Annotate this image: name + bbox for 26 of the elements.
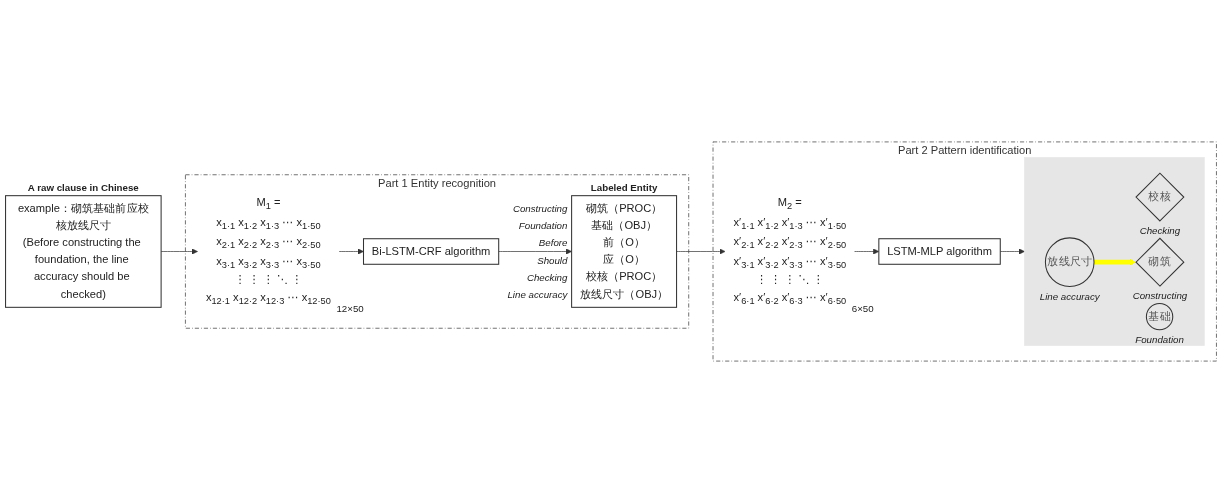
node-diamond: 砌筑 [1135,237,1185,287]
node-label: Constructing [1132,290,1188,302]
node-text: M$_{1}$ = x$_{1·1}$ x$_{1·2}$ x$_{1·3}$ ⋯ x$_{1·50}$ x$_{2·1}$ x$_{2·2}$ x$_{2·3}$ ⋯ x$_{2·50}$ x$_{3·1}$ x$_{3·2}$ x$_{3·3}$ ⋯ x$_{3·50}$ ⋮ ⋮ ⋮ ⋱ ⋮ x$_{12·1}$ x$_{12·2}$ x$_{12·3}$ ⋯ x$_{12·50}$ [205,196,331,306]
term-label: Checking [526,271,568,283]
term-label: Should [537,254,568,266]
term-label: Foundation [518,220,568,232]
arrow [1094,259,1136,266]
node-circle: 放线尺寸 [1044,237,1095,287]
term-label: Constructing [512,202,568,214]
dimension-label: 6×50 [851,302,874,314]
node-label: Foundation [1135,334,1184,346]
node-label: Checking [1139,225,1181,237]
node-diamond: 校核 [1135,172,1185,222]
dimension-label: 12×50 [336,302,364,314]
node-box: LSTM-MLP algorithm [878,238,1001,265]
cluster [1024,157,1205,346]
node-box: example：砌筑基础前应校核放线尺寸 (Before constructing the foundation, the line accuracy should be checked) [5,195,162,308]
node-box: 砌筑（PROC） 基础（OBJ） 前（O） 应（O） 校核（PROC） 放线尺寸（OBJ） [571,195,678,308]
heading: A raw clause in Chinese [27,181,139,193]
node-label: Line accuracy [1039,290,1100,302]
heading: Labeled Entity [590,181,658,193]
node-circle: 基础 [1145,302,1174,331]
node-text: M$_{2}$ = x′$_{1·1}$ x′$_{1·2}$ x′$_{1·3}$ ⋯ x′$_{1·50}$ x′$_{2·1}$ x′$_{2·2}$ x′$_{2·3}$ ⋯ x′$_{2·50}$ x′$_{3·1}$ x′$_{3·2}$ x′$_{3·3}$ ⋯ x′$_{3·50}$ ⋮ ⋮ ⋮ ⋱ ⋮ x′$_{6·1}$ x′$_{6·2}$ x′$_{6·3}$ ⋯ x′$_{6·50}$ [733,196,847,306]
term-label: Before [538,237,568,249]
term-label: Line accuracy [507,289,568,301]
node-box: Bi-LSTM-CRF algorithm [363,238,500,265]
